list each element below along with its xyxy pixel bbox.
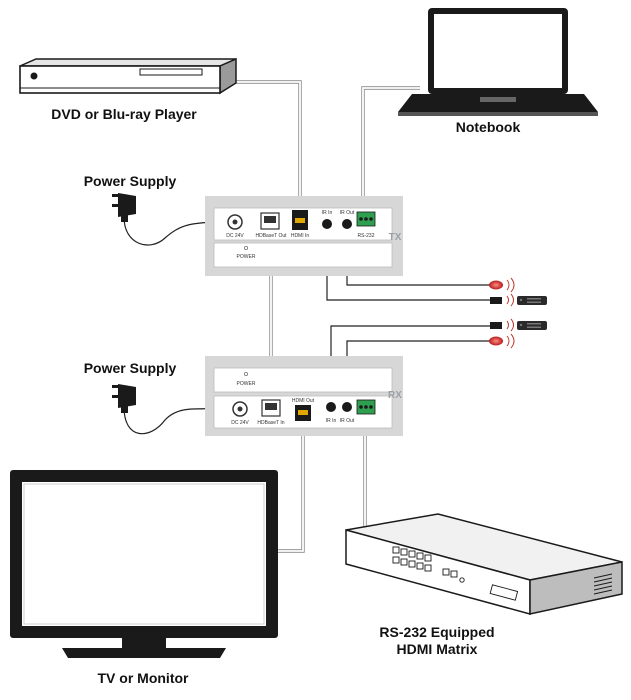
ir-out-jack-icon	[342, 402, 352, 412]
tx-ir-in-label: IR In	[322, 210, 333, 216]
tx-badge: TX	[389, 232, 402, 243]
rx-badge: RX	[388, 390, 402, 401]
notebook	[398, 8, 598, 116]
tx-hdmi-label: HDMI In	[291, 233, 310, 239]
ir-emitter-rx	[489, 333, 515, 349]
rx-power-label: POWER	[237, 381, 256, 387]
tv-monitor-label: TV or Monitor	[98, 670, 190, 686]
tx-unit: DC 24V HDBaseT Out HDMI In IR In IR Out …	[205, 196, 403, 276]
tx-hdbaset-label: HDBaseT Out	[255, 233, 287, 239]
tx-power-label: POWER	[237, 254, 256, 260]
hdmi-matrix	[345, 513, 623, 615]
matrix-label-line1: RS-232 Equipped	[379, 624, 494, 640]
matrix-label-line2: HDMI Matrix	[397, 641, 478, 657]
power-supply-rx-label: Power Supply	[84, 360, 177, 376]
power-adapter-tx-icon	[112, 193, 136, 222]
ir-in-jack-icon	[326, 402, 336, 412]
ir-receiver-tx	[490, 293, 547, 307]
rx-ir-out-label: IR Out	[340, 418, 355, 424]
power-button-icon	[30, 72, 38, 80]
ir-emitter-tx	[489, 277, 515, 293]
tv-monitor	[10, 470, 278, 658]
tx-dc-label: DC 24V	[226, 233, 244, 239]
power-supply-tx-label: Power Supply	[84, 173, 177, 189]
power-led-icon	[243, 371, 248, 376]
rx-ir-in-label: IR In	[326, 418, 337, 424]
rx-unit: POWER DC 24V HDBaseT In HDMI Out IR In I…	[205, 356, 403, 436]
ir-receiver-rx	[490, 318, 547, 332]
matrix-button-grid	[392, 546, 458, 578]
power-adapter-rx-icon	[112, 384, 136, 413]
ir-in-jack-icon	[322, 219, 332, 229]
dvd-player-label: DVD or Blu-ray Player	[51, 106, 197, 122]
rx-hdmi-label: HDMI Out	[292, 398, 315, 404]
tx-rs232-label: RS-232	[358, 233, 375, 239]
ir-out-jack-icon	[342, 219, 352, 229]
notebook-label: Notebook	[456, 119, 521, 135]
rx-dc-label: DC 24V	[231, 420, 249, 426]
tx-ir-out-label: IR Out	[340, 210, 355, 216]
power-led-icon	[243, 245, 248, 250]
rx-hdbaset-label: HDBaseT In	[257, 420, 284, 426]
dvd-player	[19, 57, 237, 95]
matrix-display	[489, 584, 519, 601]
matrix-vents	[593, 573, 613, 595]
